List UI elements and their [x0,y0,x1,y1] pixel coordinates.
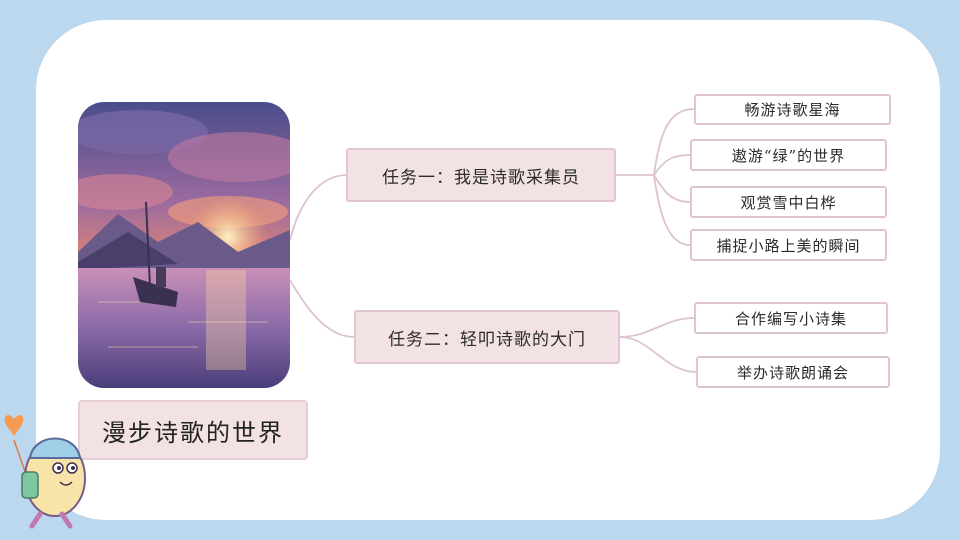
task-one-node: 任务一：我是诗歌采集员 [346,148,616,202]
connector-root-task1 [289,174,347,241]
task-two-node: 任务二：轻叩诗歌的大门 [354,310,620,364]
connector-task1-item1 [653,108,695,176]
connector-task1-item3 [653,174,691,203]
task-one-item-3: 观赏雪中白桦 [690,186,887,218]
task-one-item-1: 畅游诗歌星海 [694,94,891,125]
connector-task2-item1 [619,317,695,338]
connector-root-task2 [289,279,355,338]
connector-task1-item2 [653,154,691,176]
task-one-item-4: 捕捉小路上美的瞬间 [690,229,887,261]
task-one-item-2: 遨游“绿”的世界 [690,139,887,171]
sunset-boat-illustration [78,102,290,388]
walking-egg-mascot [4,415,86,529]
connector-task2-item2 [619,336,697,373]
connector-task1-item4 [653,174,691,246]
task-two-item-2: 举办诗歌朗诵会 [696,356,890,388]
sunset-boat-image [78,102,290,388]
task-two-item-1: 合作编写小诗集 [694,302,888,334]
main-title: 漫步诗歌的世界 [78,400,308,460]
balloon-icon [4,415,24,436]
